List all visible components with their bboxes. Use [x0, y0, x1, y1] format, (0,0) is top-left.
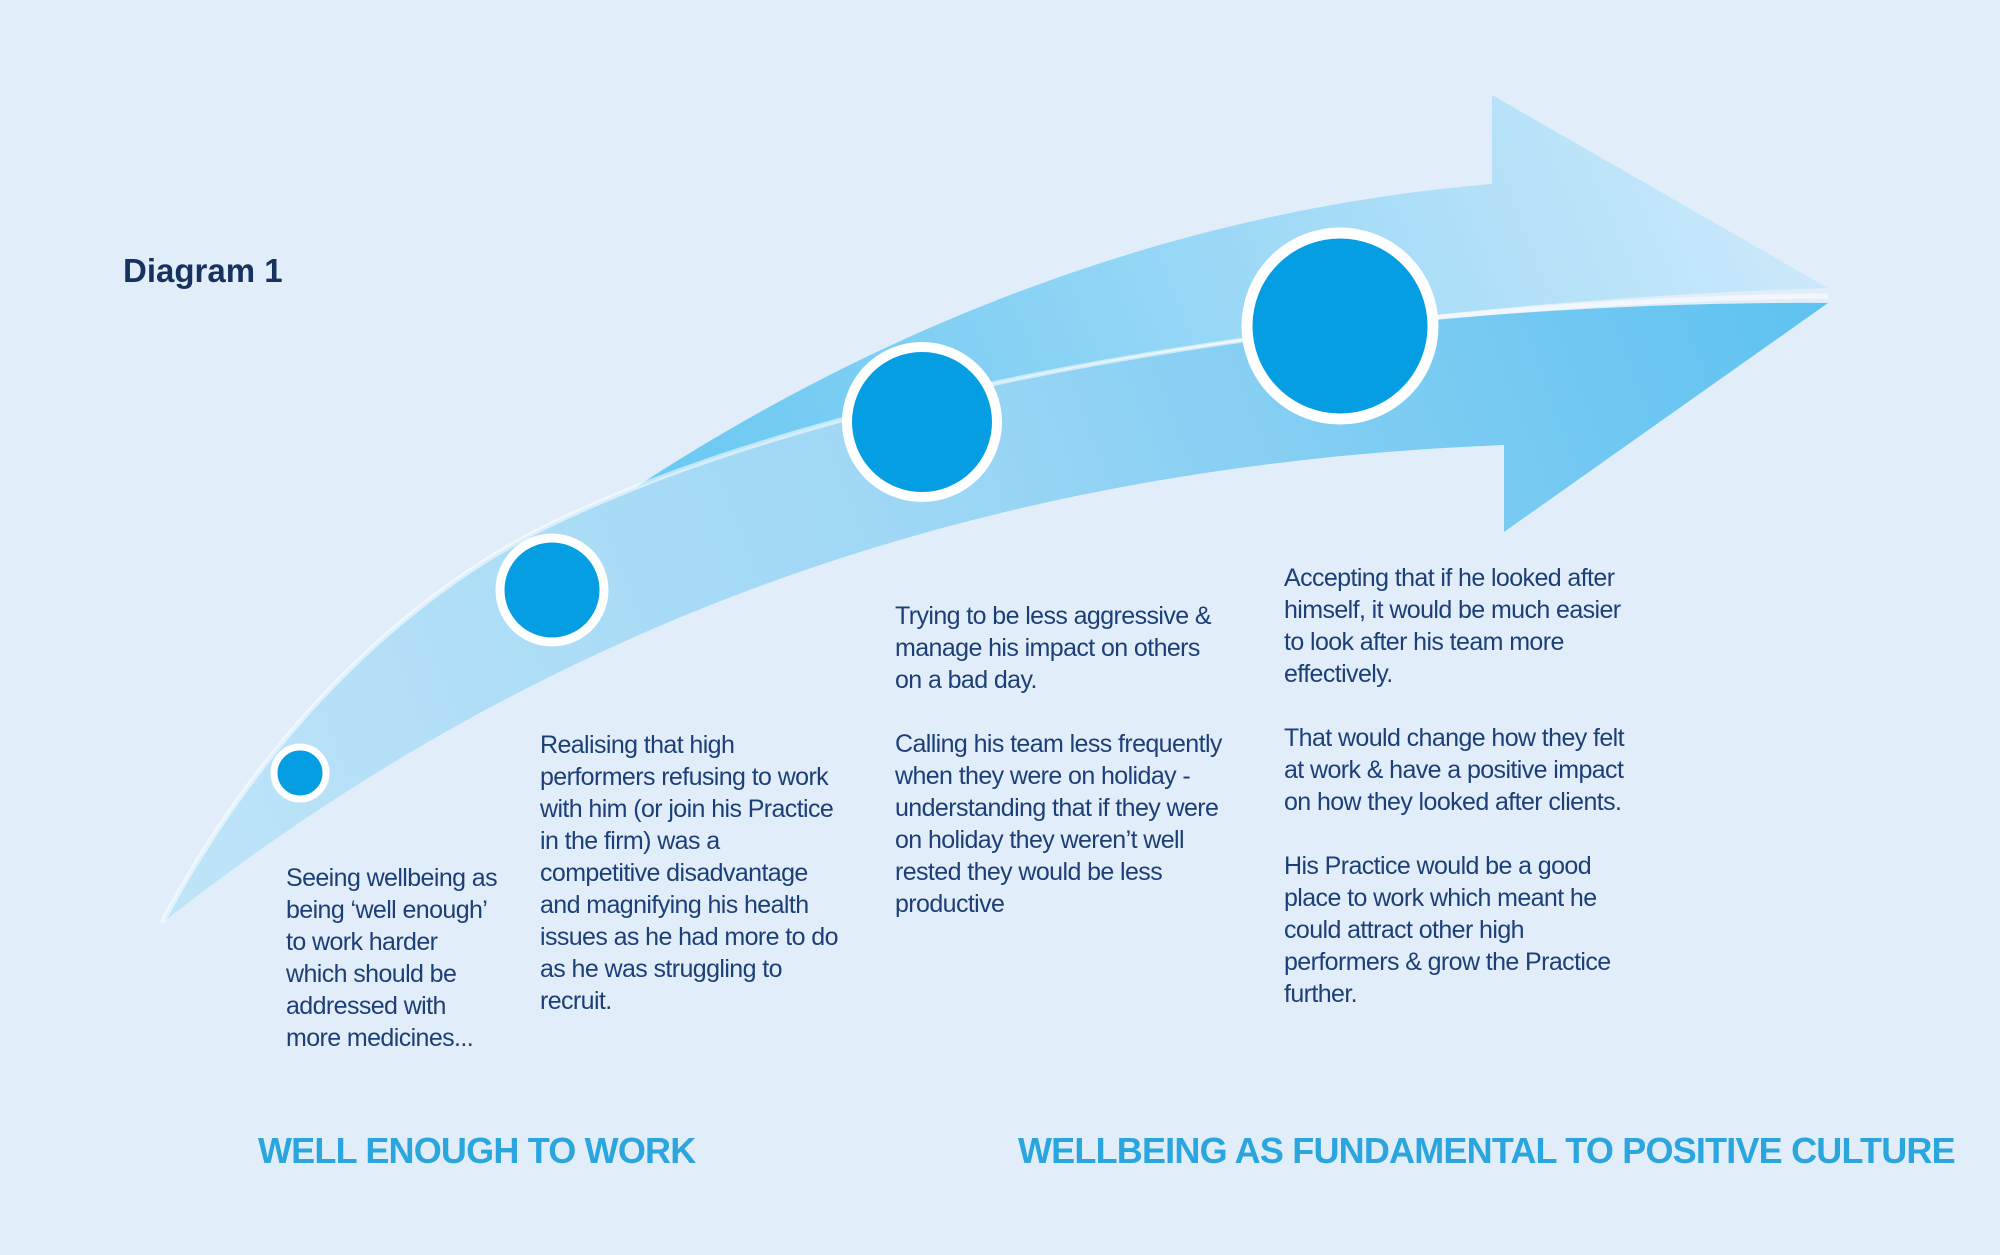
stage-1-marker: [270, 743, 330, 803]
stage-1-description: Seeing wellbeing as being ‘well enough’ …: [286, 862, 526, 1054]
stage-4-marker: [1241, 227, 1439, 425]
arrow-centerline-highlight: [159, 293, 1829, 925]
stage-4-paragraph-3: His Practice would be a good place to wo…: [1284, 852, 1611, 1008]
stage-2-marker: [495, 533, 609, 647]
end-label: WELLBEING AS FUNDAMENTAL TO POSITIVE CUL…: [1018, 1130, 1956, 1171]
stage-2-description: Realising that high performers refusing …: [540, 729, 880, 1017]
stage-3-paragraph-2: Calling his team less frequently when th…: [895, 730, 1222, 918]
stage-3-paragraph-1: Trying to be less aggressive & manage hi…: [895, 602, 1212, 694]
stage-3-description: Trying to be less aggressive & manage hi…: [895, 600, 1255, 920]
stage-4-paragraph-2: That would change how they felt at work …: [1284, 724, 1625, 816]
start-label: WELL ENOUGH TO WORK: [258, 1130, 696, 1171]
diagram-title: Diagram 1: [123, 252, 283, 289]
stage-4-paragraph-1: Accepting that if he looked after himsel…: [1284, 564, 1621, 688]
stage-1-paragraph-1: Seeing wellbeing as being ‘well enough’ …: [286, 864, 498, 1052]
stage-4-description: Accepting that if he looked after himsel…: [1284, 562, 1664, 1010]
stage-3-marker: [842, 342, 1002, 502]
stage-2-paragraph-1: Realising that high performers refusing …: [540, 731, 838, 1015]
